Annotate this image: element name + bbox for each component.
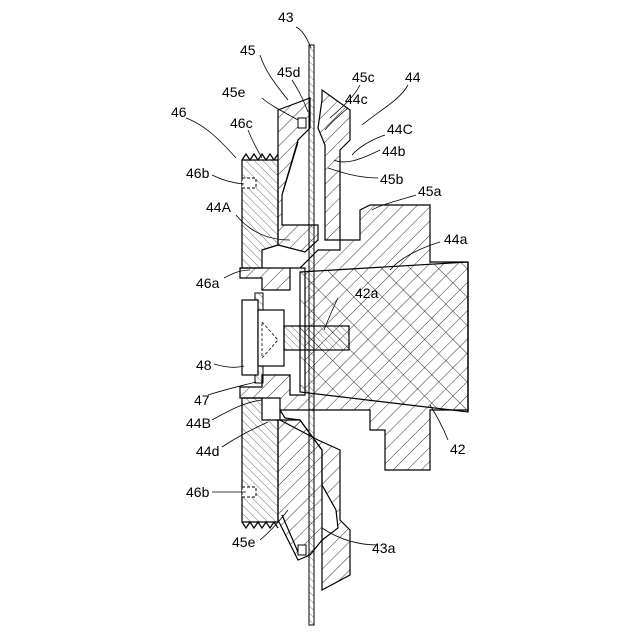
label-44A: 44A bbox=[206, 199, 232, 215]
label-44c: 44c bbox=[345, 91, 368, 107]
label-44: 44 bbox=[405, 69, 421, 85]
label-45b: 45b bbox=[380, 171, 404, 187]
label-45e-top: 45e bbox=[222, 84, 246, 100]
label-46b-top: 46b bbox=[186, 165, 210, 181]
label-45d: 45d bbox=[277, 64, 300, 80]
label-44d: 44d bbox=[196, 443, 219, 459]
label-44b: 44b bbox=[382, 143, 406, 159]
label-44B: 44B bbox=[186, 415, 211, 431]
label-43: 43 bbox=[278, 9, 294, 25]
label-46a: 46a bbox=[196, 275, 220, 291]
label-48: 48 bbox=[196, 357, 212, 373]
label-44C: 44C bbox=[387, 121, 413, 137]
label-44a: 44a bbox=[444, 231, 468, 247]
label-45c: 45c bbox=[352, 69, 375, 85]
label-47: 47 bbox=[194, 392, 210, 408]
member-45-lower bbox=[278, 420, 322, 560]
label-45a: 45a bbox=[418, 183, 442, 199]
label-46c: 46c bbox=[230, 115, 253, 131]
label-45: 45 bbox=[240, 42, 256, 58]
label-42: 42 bbox=[450, 441, 466, 457]
label-42a: 42a bbox=[355, 285, 379, 301]
label-45e-bot: 45e bbox=[232, 534, 256, 550]
label-43a: 43a bbox=[372, 540, 396, 556]
label-46b-bot: 46b bbox=[186, 484, 210, 500]
label-46: 46 bbox=[171, 104, 187, 120]
